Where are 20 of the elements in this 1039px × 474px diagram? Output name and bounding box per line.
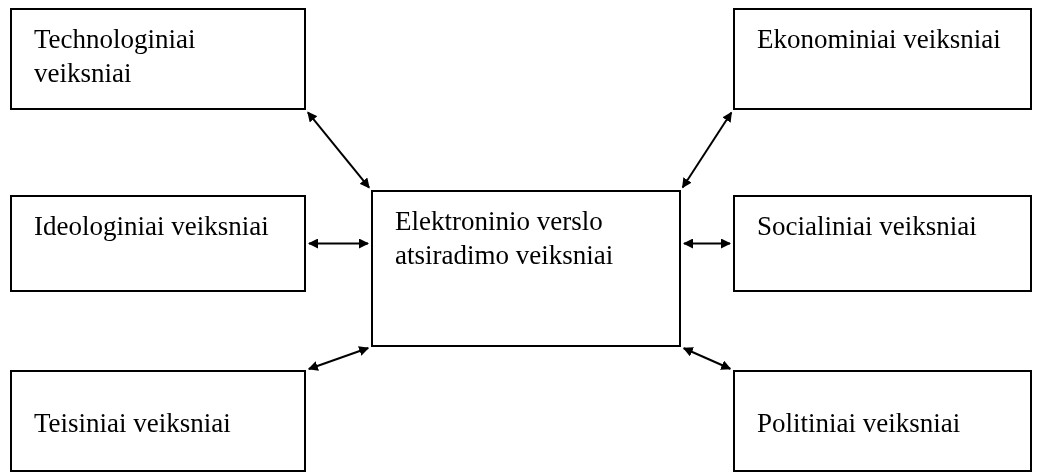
double-arrow (683, 238, 731, 249)
factor-box (10, 195, 306, 292)
factor-label: Elektroninio verslo atsiradimo veiksniai (395, 205, 615, 272)
factor-box (733, 370, 1032, 472)
double-arrow (681, 111, 733, 189)
factor-box (10, 370, 306, 472)
factor-box (733, 8, 1032, 110)
double-arrow (307, 346, 370, 371)
double-arrow (682, 347, 732, 370)
factor-label: Ideologiniai veiksniai (34, 210, 269, 243)
factor-box (10, 8, 306, 110)
factor-box (371, 190, 681, 347)
factor-label: Politiniai veiksniai (757, 407, 961, 440)
double-arrow (306, 111, 371, 189)
factor-box (733, 195, 1032, 292)
factor-label: Teisiniai veiksniai (34, 407, 231, 440)
factor-label: Technologiniai veiksniai (34, 23, 197, 90)
factor-label: Ekonominiai veiksniai (757, 23, 1001, 56)
double-arrow (308, 238, 369, 249)
factor-label: Socialiniai veiksniai (757, 210, 977, 243)
